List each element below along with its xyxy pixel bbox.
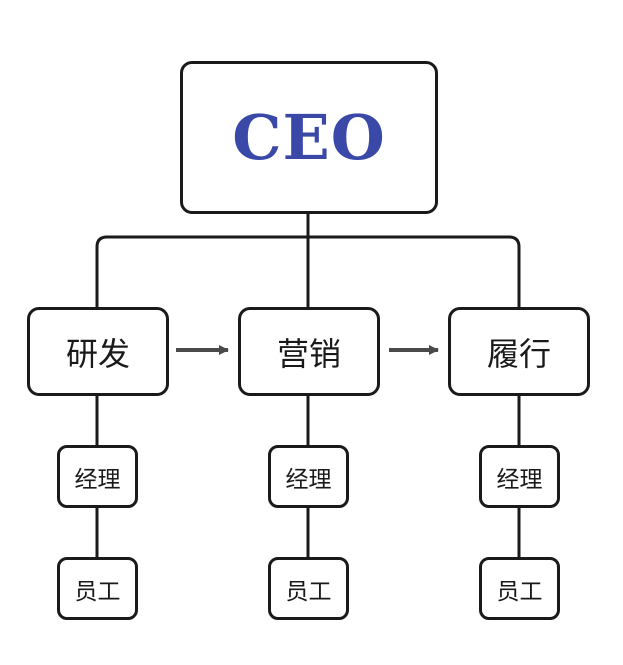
staff-label-fulfillment: 员工 xyxy=(496,578,543,605)
department-node-fulfillment: 履行 xyxy=(448,307,590,396)
department-label-fulfillment: 履行 xyxy=(486,334,551,373)
department-node-marketing: 营销 xyxy=(238,307,380,396)
department-node-rnd: 研发 xyxy=(27,307,169,396)
manager-node-marketing: 经理 xyxy=(268,445,349,508)
department-label-rnd: 研发 xyxy=(65,334,130,373)
staff-label-rnd: 员工 xyxy=(74,578,121,605)
manager-label-marketing: 经理 xyxy=(285,466,332,493)
manager-node-rnd: 经理 xyxy=(57,445,138,508)
staff-label-marketing: 员工 xyxy=(285,578,332,605)
manager-label-fulfillment: 经理 xyxy=(496,466,543,493)
manager-label-rnd: 经理 xyxy=(74,466,121,493)
staff-node-rnd: 员工 xyxy=(57,557,138,620)
ceo-node: CEO xyxy=(180,61,438,214)
staff-node-fulfillment: 员工 xyxy=(479,557,560,620)
ceo-label: CEO xyxy=(232,101,386,174)
manager-node-fulfillment: 经理 xyxy=(479,445,560,508)
department-label-marketing: 营销 xyxy=(276,334,341,373)
staff-node-marketing: 员工 xyxy=(268,557,349,620)
